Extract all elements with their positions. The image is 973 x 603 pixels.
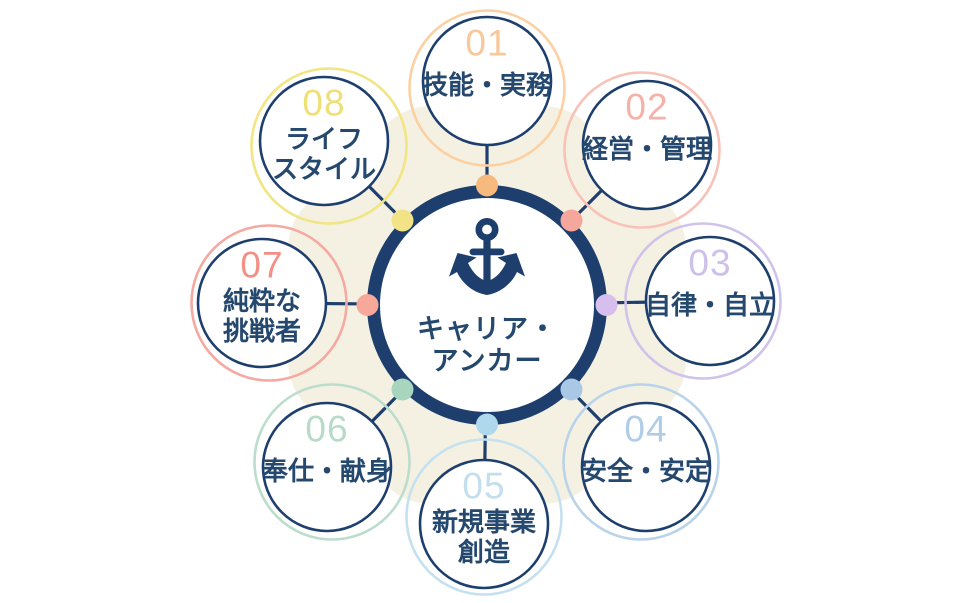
satellite-06-circle bbox=[261, 401, 393, 533]
satellite-04: 04 安全・安定 bbox=[562, 383, 720, 541]
hub-title-line1: キャリア・ bbox=[417, 314, 557, 344]
satellite-04-label: 安全・安定 bbox=[581, 456, 711, 486]
satellite-04-number: 04 bbox=[624, 409, 667, 450]
satellite-03: 03 自律・自立 bbox=[624, 222, 782, 380]
satellite-08-number: 08 bbox=[302, 83, 345, 124]
satellite-07-circle bbox=[196, 237, 328, 369]
satellite-01-outer-ring bbox=[408, 9, 566, 167]
satellite-01: 01 技能・実務 bbox=[408, 9, 566, 167]
satellite-04-outer-ring bbox=[562, 383, 720, 541]
satellite-01-label: 技能・実務 bbox=[422, 70, 553, 100]
satellite-06-number: 06 bbox=[305, 409, 348, 450]
satellite-02: 02 経営・管理 bbox=[563, 71, 721, 229]
satellite-05-number: 05 bbox=[462, 466, 505, 507]
satellite-07-number: 07 bbox=[240, 245, 283, 286]
connector-dot-03 bbox=[595, 294, 618, 316]
satellite-08-label-line2: スタイル bbox=[272, 154, 376, 184]
satellite-06-label: 奉仕・献身 bbox=[261, 456, 392, 486]
satellite-02-circle bbox=[581, 79, 713, 211]
satellite-03-number: 03 bbox=[688, 243, 731, 284]
satellite-07-label-line2: 挑戦者 bbox=[223, 316, 301, 346]
satellite-02-label: 経営・管理 bbox=[582, 134, 712, 164]
satellite-08-circle bbox=[258, 75, 390, 207]
connector-dot-01 bbox=[476, 174, 498, 197]
connector-dot-04 bbox=[560, 378, 583, 401]
satellite-02-outer-ring bbox=[563, 71, 721, 229]
satellite-02-number: 02 bbox=[625, 87, 668, 128]
connector-dot-07 bbox=[356, 294, 379, 316]
connector-dot-08 bbox=[391, 209, 414, 232]
satellite-01-circle bbox=[421, 15, 553, 147]
connector-dot-06 bbox=[391, 378, 414, 401]
satellite-08: 08 ライフ スタイル bbox=[250, 67, 408, 225]
satellite-03-outer-ring bbox=[624, 222, 782, 380]
connector-dots bbox=[356, 174, 618, 436]
satellite-08-label-line1: ライフ bbox=[285, 124, 363, 154]
satellite-04-circle bbox=[580, 401, 712, 533]
satellite-08-outer-ring bbox=[250, 67, 408, 225]
satellite-07-outer-ring bbox=[190, 224, 348, 382]
satellite-05-label-line1: 新規事業 bbox=[432, 507, 536, 537]
connector-dot-02 bbox=[560, 209, 583, 232]
connector-dot-05 bbox=[476, 413, 498, 436]
satellite-01-number: 01 bbox=[465, 23, 508, 64]
satellite-03-circle bbox=[644, 235, 776, 367]
anchor-icon bbox=[449, 217, 525, 295]
satellite-07-label-line1: 純粋な bbox=[223, 286, 301, 316]
hub-title-line2: アンカー bbox=[432, 346, 543, 376]
satellite-07: 07 純粋な 挑戦者 bbox=[190, 224, 348, 382]
satellite-05-outer-ring bbox=[405, 438, 563, 596]
satellite-05-circle bbox=[418, 458, 550, 590]
satellite-05: 05 新規事業 創造 bbox=[405, 438, 563, 596]
satellite-06: 06 奉仕・献身 bbox=[253, 383, 411, 541]
satellite-05-label-line2: 創造 bbox=[458, 537, 510, 567]
satellite-06-outer-ring bbox=[253, 383, 411, 541]
satellite-03-label: 自律・自立 bbox=[645, 290, 775, 320]
